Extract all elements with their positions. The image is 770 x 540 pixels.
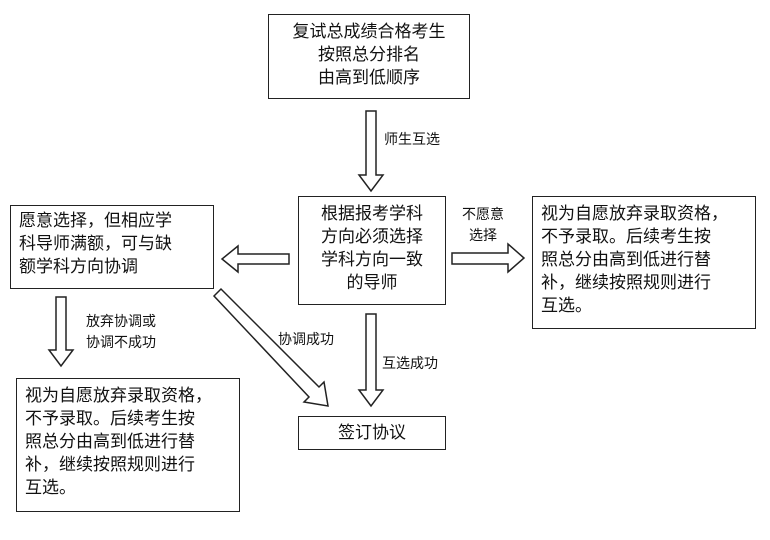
- direction-line-1: 根据报考学科: [321, 204, 423, 224]
- start-line-2: 按照总分排名: [318, 45, 420, 65]
- direction-line-2: 方向必须选择: [321, 227, 423, 247]
- reject-right-node: 视为自愿放弃录取资格， 不予录取。后续考生按 照总分由高到低进行替 补，继续按照…: [532, 196, 756, 329]
- label-abandon-line-2: 协调不成功: [86, 335, 156, 351]
- start-line-3: 由高到低顺序: [318, 68, 420, 88]
- label-mutual-selection: 师生互选: [384, 132, 440, 148]
- direction-choice-node: 根据报考学科 方向必须选择 学科方向一致 的导师: [298, 196, 446, 305]
- label-abandon: 放弃协调或 协调不成功: [86, 312, 156, 354]
- reject-left-line-5: 互选。: [25, 478, 76, 498]
- label-coordinate-success: 协调成功: [278, 332, 334, 348]
- label-unwilling: 不愿意 选择: [462, 205, 504, 247]
- reject-right-line-5: 互选。: [541, 296, 592, 316]
- label-abandon-line-1: 放弃协调或: [86, 314, 156, 330]
- label-unwilling-line-2: 选择: [469, 228, 497, 244]
- reject-left-line-3: 照总分由高到低进行替: [25, 432, 195, 452]
- reject-right-line-4: 补，继续按照规则进行: [541, 273, 711, 293]
- label-mutual-success: 互选成功: [382, 356, 438, 372]
- arrow-down-success: [357, 313, 385, 408]
- sign-agreement-node: 签订协议: [298, 416, 446, 450]
- coordinate-node: 愿意选择，但相应学 科导师满额，可与缺 额学科方向协调: [10, 205, 214, 289]
- label-unwilling-line-1: 不愿意: [462, 207, 504, 223]
- coordinate-line-2: 科导师满额，可与缺: [19, 234, 172, 254]
- reject-left-line-2: 不予录取。后续考生按: [25, 409, 195, 429]
- coordinate-line-3: 额学科方向协调: [19, 257, 138, 277]
- arrow-diagonal-coordinated: [212, 287, 329, 407]
- reject-right-line-3: 照总分由高到低进行替: [541, 250, 711, 270]
- sign-line: 签订协议: [338, 423, 406, 443]
- reject-left-node: 视为自愿放弃录取资格， 不予录取。后续考生按 照总分由高到低进行替 补，继续按照…: [16, 378, 240, 512]
- direction-line-3: 学科方向一致: [321, 250, 423, 270]
- arrow-down-abandon: [47, 296, 75, 368]
- reject-left-line-4: 补，继续按照规则进行: [25, 455, 195, 475]
- coordinate-line-1: 愿意选择，但相应学: [19, 211, 172, 231]
- reject-right-line-2: 不予录取。后续考生按: [541, 227, 711, 247]
- arrow-down-mutual: [357, 110, 385, 193]
- reject-right-line-1: 视为自愿放弃录取资格，: [541, 204, 728, 224]
- arrow-right-unwilling: [451, 242, 526, 274]
- direction-line-4: 的导师: [346, 273, 398, 293]
- start-line-1: 复试总成绩合格考生: [292, 22, 446, 42]
- arrow-left-coordinate: [220, 244, 290, 274]
- start-node: 复试总成绩合格考生 按照总分排名 由高到低顺序: [268, 14, 470, 99]
- reject-left-line-1: 视为自愿放弃录取资格，: [25, 386, 212, 406]
